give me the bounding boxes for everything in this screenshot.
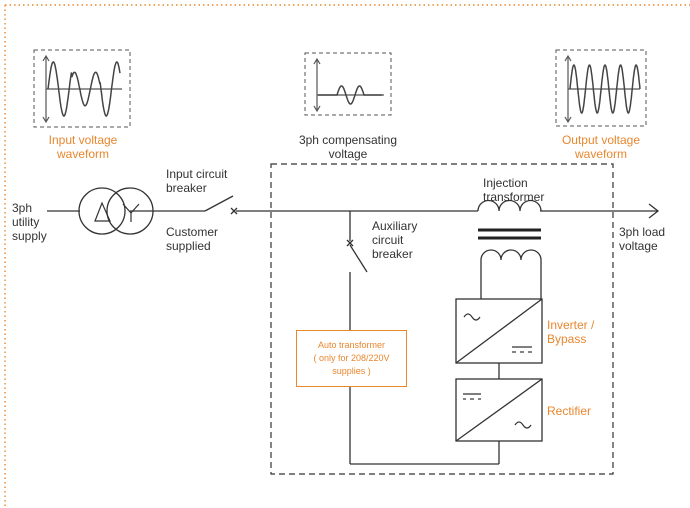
secondary-leads	[480, 260, 542, 299]
arrow-right-icon	[648, 203, 660, 219]
compensating-waveform-box	[304, 52, 392, 116]
input-breaker-label: Input circuit breaker	[166, 167, 228, 195]
inverter-block	[455, 298, 543, 364]
breaker-x-icon	[230, 207, 238, 215]
output-waveform-label: Output voltage waveform	[561, 133, 641, 161]
input-waveform-label: Input voltage waveform	[48, 133, 118, 161]
wye-winding-icon	[122, 203, 140, 222]
output-sine-wave	[569, 63, 641, 114]
dc-icon	[463, 393, 481, 400]
injection-secondary-coil	[480, 249, 542, 261]
auto-transformer-label: Auto transformer ( only for 208/220V sup…	[313, 340, 390, 376]
dc-icon	[512, 346, 532, 353]
auxiliary-breaker-label: Auxiliary circuit breaker	[372, 219, 418, 261]
utility-supply-label: 3ph utility supply	[12, 201, 47, 243]
output-waveform-box	[555, 49, 647, 127]
injection-core	[478, 228, 541, 240]
supply-transformer	[78, 187, 154, 235]
auxiliary-branch	[349, 211, 500, 465]
injection-primary-coil	[477, 199, 542, 212]
ac-sine-icon	[514, 421, 532, 429]
input-waveform-box	[33, 49, 131, 128]
page-border	[4, 4, 690, 508]
compensating-sine-wave	[318, 85, 382, 105]
compensating-waveform-label: 3ph compensating voltage	[298, 133, 398, 161]
load-voltage-label: 3ph load voltage	[619, 225, 666, 253]
inverter-bypass-label: Inverter / Bypass	[547, 318, 595, 346]
supply-line	[47, 195, 657, 212]
injection-transformer-label: Injection transformer	[483, 176, 545, 204]
customer-supplied-label: Customer supplied	[166, 225, 219, 253]
rectifier-block	[455, 378, 543, 442]
rectifier-label: Rectifier	[547, 404, 592, 418]
breaker-x-icon	[346, 239, 354, 247]
delta-winding-icon	[94, 201, 111, 222]
dvr-enclosure	[270, 163, 614, 475]
input-sine-wave	[47, 61, 121, 117]
auto-transformer-box: Auto transformer ( only for 208/220V sup…	[296, 330, 407, 387]
ac-sine-icon	[463, 313, 481, 321]
